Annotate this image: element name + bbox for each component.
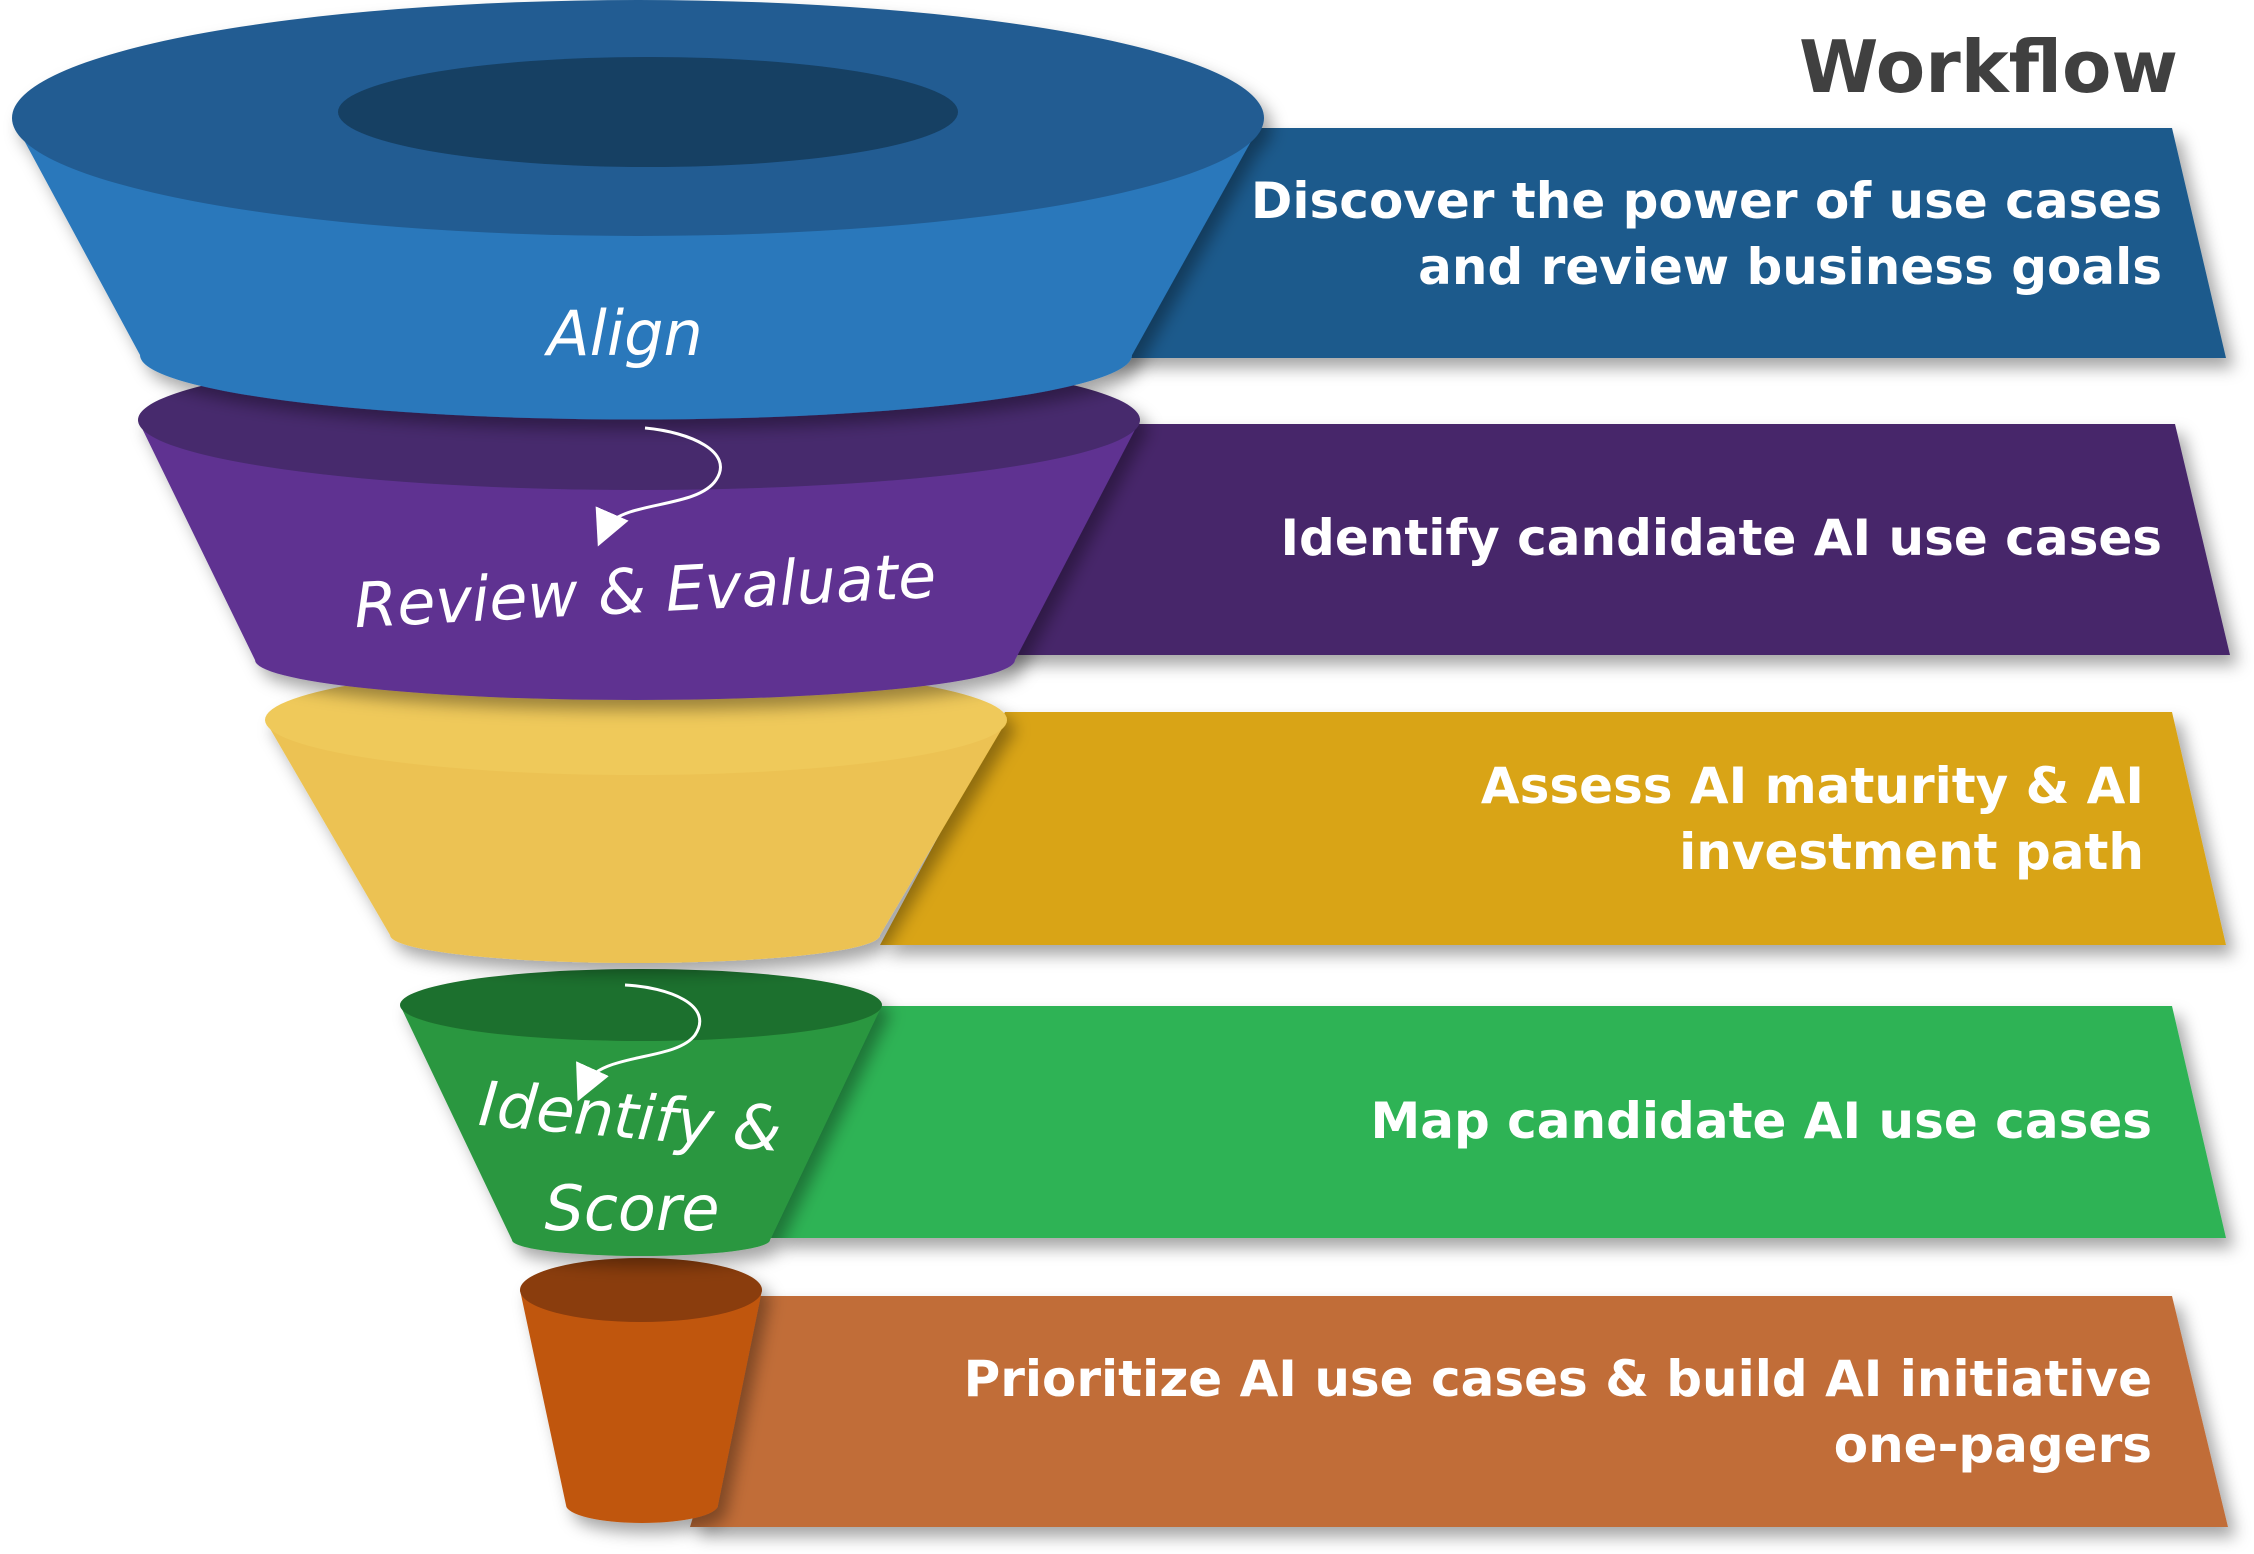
band-1-line-2: and review business goals — [1418, 238, 2162, 296]
funnel-segment-5-rim — [520, 1258, 762, 1322]
band-1-line-1: Discover the power of use cases — [1251, 172, 2162, 230]
funnel-label-align: Align — [543, 297, 703, 370]
band-3 — [880, 712, 2226, 945]
diagram-title: Workflow — [1799, 25, 2178, 109]
band-4 — [770, 1006, 2226, 1238]
funnel: Review & Evaluate Align Identify & Score — [12, 0, 1264, 1523]
band-5-line-1: Prioritize AI use cases & build AI initi… — [964, 1350, 2152, 1408]
funnel-segment-4 — [400, 969, 882, 1256]
band-3-line-1: Assess AI maturity & AI — [1481, 757, 2144, 815]
band-4-line-1: Map candidate AI use cases — [1370, 1092, 2152, 1150]
funnel-segment-2-body — [138, 420, 1140, 700]
band-2 — [985, 424, 2230, 655]
band-3-line-2: investment path — [1679, 823, 2144, 881]
funnel-segment-5 — [520, 1258, 762, 1523]
band-5-line-2: one-pagers — [1834, 1416, 2152, 1474]
curved-arrow-2 — [576, 983, 702, 1102]
funnel-segment-4-body — [400, 1005, 882, 1256]
funnel-segment-1-opening — [338, 57, 958, 167]
funnel-label-identify-score-line-2: Score — [544, 1172, 719, 1245]
curved-arrow-1 — [595, 426, 722, 547]
funnel-segment-4-rim — [400, 969, 882, 1041]
band-1 — [1070, 128, 2226, 358]
funnel-segment-3-body — [265, 720, 1007, 963]
band-2-line-1: Identify candidate AI use cases — [1280, 509, 2162, 567]
funnel-segment-1: Align — [12, 0, 1264, 420]
description-bands: Discover the power of use cases and revi… — [690, 128, 2230, 1527]
band-5 — [690, 1296, 2228, 1527]
funnel-segment-5-body — [520, 1290, 762, 1523]
